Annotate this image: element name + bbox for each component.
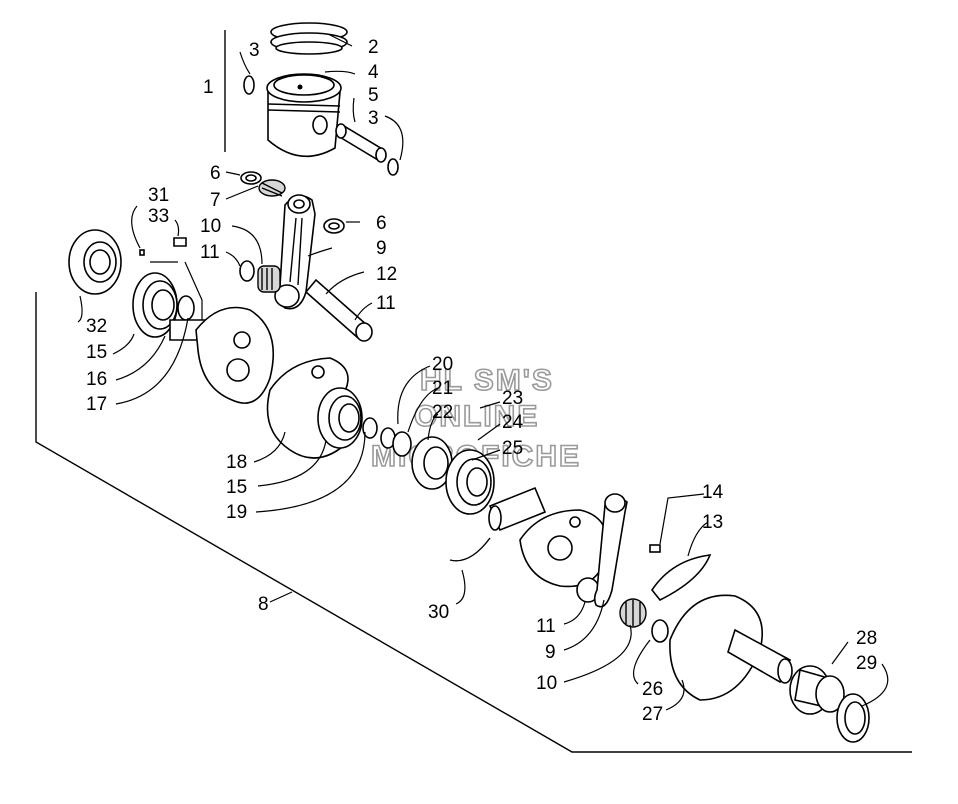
callout-6-left: 6: [210, 163, 221, 184]
callout-2: 2: [368, 37, 379, 58]
watermark-line-1: HL SM'S: [420, 364, 554, 397]
callout-10-upper: 10: [200, 216, 221, 237]
callout-8: 8: [258, 594, 269, 615]
circlip-left: [243, 75, 255, 95]
piston-pin: [335, 123, 387, 163]
callout-18: 18: [226, 452, 247, 473]
callout-12: 12: [376, 264, 397, 285]
callout-5: 5: [368, 85, 379, 106]
callout-20: 20: [432, 354, 453, 375]
callout-13: 13: [702, 512, 723, 533]
left-crank-web: [169, 306, 275, 404]
callout-22: 22: [432, 402, 453, 423]
callout-9-lower: 9: [545, 642, 556, 663]
assembly-bracket: [35, 292, 912, 753]
circlip-right: [387, 158, 399, 176]
callout-26: 26: [642, 679, 663, 700]
callout-33: 33: [148, 206, 169, 227]
callout-6-right: 6: [376, 213, 387, 234]
piston-rings: [270, 22, 348, 55]
callout-27: 27: [642, 704, 663, 725]
callout-15-center: 15: [226, 477, 247, 498]
callout-11-lower: 11: [536, 616, 556, 637]
callout-3-right: 3: [368, 108, 379, 129]
woodruff-key: [649, 544, 712, 602]
center-bearing: [317, 387, 363, 449]
callout-15-left: 15: [86, 342, 107, 363]
callout-21: 21: [432, 378, 453, 399]
callout-24: 24: [502, 412, 524, 433]
callout-3-upper: 3: [249, 40, 260, 61]
callout-30: 30: [428, 602, 449, 623]
watermark-line-2: ONLINE: [414, 400, 539, 433]
callout-31: 31: [148, 185, 169, 206]
right-crank-shaft: [488, 486, 609, 603]
callout-19: 19: [226, 502, 247, 523]
callout-1: 1: [203, 77, 214, 98]
callout-14: 14: [702, 482, 724, 503]
upper-conn-rod: [239, 171, 373, 342]
leader-lines: [77, 33, 889, 711]
callout-9-upper: 9: [376, 238, 387, 259]
key-and-woodruff: [139, 237, 187, 256]
callout-32: 32: [86, 316, 107, 337]
right-crank-web: [669, 594, 793, 701]
callout-23: 23: [502, 388, 523, 409]
center-seals: [362, 417, 495, 515]
callout-labels: 1 2 3 4 5 3 6 7 6 10 11 9 12 11 31 33 32…: [86, 37, 877, 725]
callout-25: 25: [502, 438, 523, 459]
callout-28: 28: [856, 628, 877, 649]
snap-ring: [449, 537, 491, 562]
callout-17: 17: [86, 394, 107, 415]
left-seal: [68, 229, 122, 295]
callout-11-right: 11: [376, 293, 396, 314]
callout-16: 16: [86, 369, 107, 390]
right-seal: [836, 693, 870, 743]
callout-7: 7: [210, 190, 221, 211]
piston: [266, 73, 342, 158]
callout-4: 4: [368, 62, 379, 83]
right-bearing: [789, 665, 845, 715]
callout-10-lower: 10: [536, 673, 557, 694]
left-bearing: [132, 272, 195, 338]
callout-11-upper: 11: [200, 242, 220, 263]
lower-conn-rod: [593, 493, 669, 643]
callout-29: 29: [856, 653, 877, 674]
